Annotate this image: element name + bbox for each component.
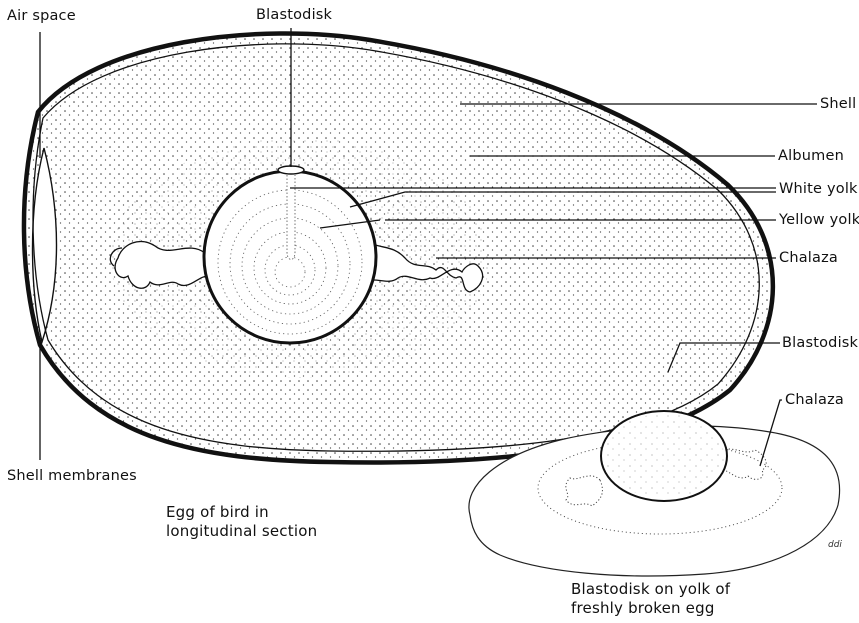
artist-signature: ddi	[828, 540, 842, 550]
label-shell-membranes: Shell membranes	[7, 468, 137, 485]
label-blastodisk-broken: Blastodisk	[782, 335, 858, 352]
caption-section-line1: Egg of bird in	[166, 503, 269, 522]
label-albumen: Albumen	[778, 148, 844, 165]
label-yellow-yolk: Yellow yolk	[779, 212, 859, 229]
caption-broken-line1: Blastodisk on yolk of	[571, 580, 730, 599]
egg-section	[24, 34, 773, 463]
label-chalaza-broken: Chalaza	[785, 392, 844, 409]
broken-yolk-stipple	[604, 414, 724, 498]
caption-section-line2: longitudinal section	[166, 522, 317, 541]
label-chalaza: Chalaza	[779, 250, 838, 267]
label-shell: Shell	[820, 96, 856, 113]
label-air-space: Air space	[7, 8, 76, 25]
caption-broken-line2: freshly broken egg	[571, 599, 715, 618]
label-blastodisk: Blastodisk	[256, 7, 332, 24]
label-white-yolk: White yolk	[779, 181, 858, 198]
blastodisk-section	[278, 166, 304, 174]
